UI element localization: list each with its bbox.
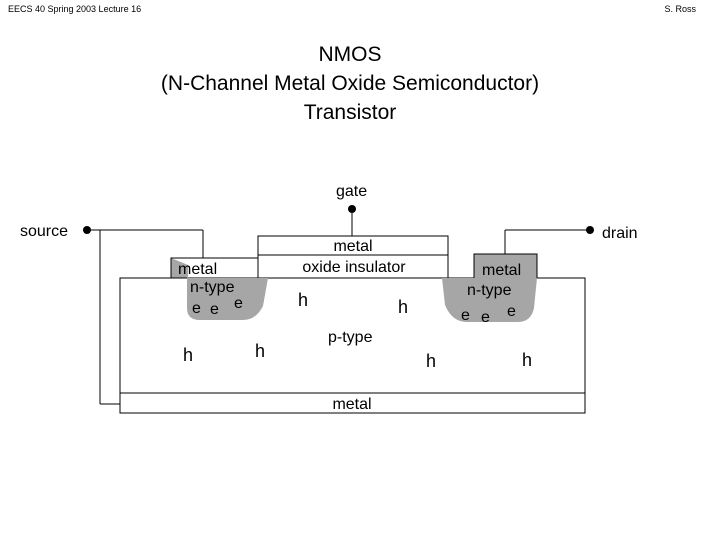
source-metal-label: metal (178, 261, 217, 278)
title-line-3: Transistor (303, 101, 397, 124)
title-line-1: NMOS (318, 43, 382, 66)
drain-electron-2: e (481, 309, 490, 326)
source-label: source (20, 223, 68, 240)
hole-1: h (298, 290, 308, 310)
gate-oxide-label: oxide insulator (302, 259, 406, 276)
drain-type-label: n-type (467, 282, 512, 299)
title-line-2: (N-Channel Metal Oxide Semiconductor) (160, 72, 540, 95)
hole-4: h (255, 341, 265, 361)
slide-title: NMOS (N-Channel Metal Oxide Semiconducto… (0, 40, 700, 127)
source-type-label: n-type (190, 279, 235, 296)
substrate-type-label: p-type (328, 329, 373, 346)
hole-2: h (398, 297, 408, 317)
gate-metal-label: metal (333, 238, 372, 255)
hole-3: h (183, 345, 193, 365)
drain-electron-3: e (507, 303, 516, 320)
header-author: S. Ross (664, 4, 696, 14)
drain-metal-area (474, 254, 537, 278)
gate-label: gate (336, 183, 367, 200)
source-metal-outline (170, 257, 258, 278)
gate-stack (257, 235, 449, 279)
source-electron-2: e (210, 301, 219, 318)
source-n-region (187, 278, 268, 320)
header-course: EECS 40 Spring 2003 Lecture 16 (8, 4, 142, 14)
drain-electron-1: e (461, 307, 470, 324)
hole-5: h (426, 351, 436, 371)
bottom-metal-label: metal (332, 396, 371, 413)
source-electron-1: e (192, 300, 201, 317)
gate-terminal (348, 205, 356, 213)
drain-label: drain (602, 225, 638, 242)
source-electron-3: e (234, 295, 243, 312)
hole-6: h (522, 350, 532, 370)
drain-n-region (442, 278, 537, 322)
drain-metal-label: metal (482, 262, 521, 279)
source-n-region-lip (171, 258, 188, 278)
